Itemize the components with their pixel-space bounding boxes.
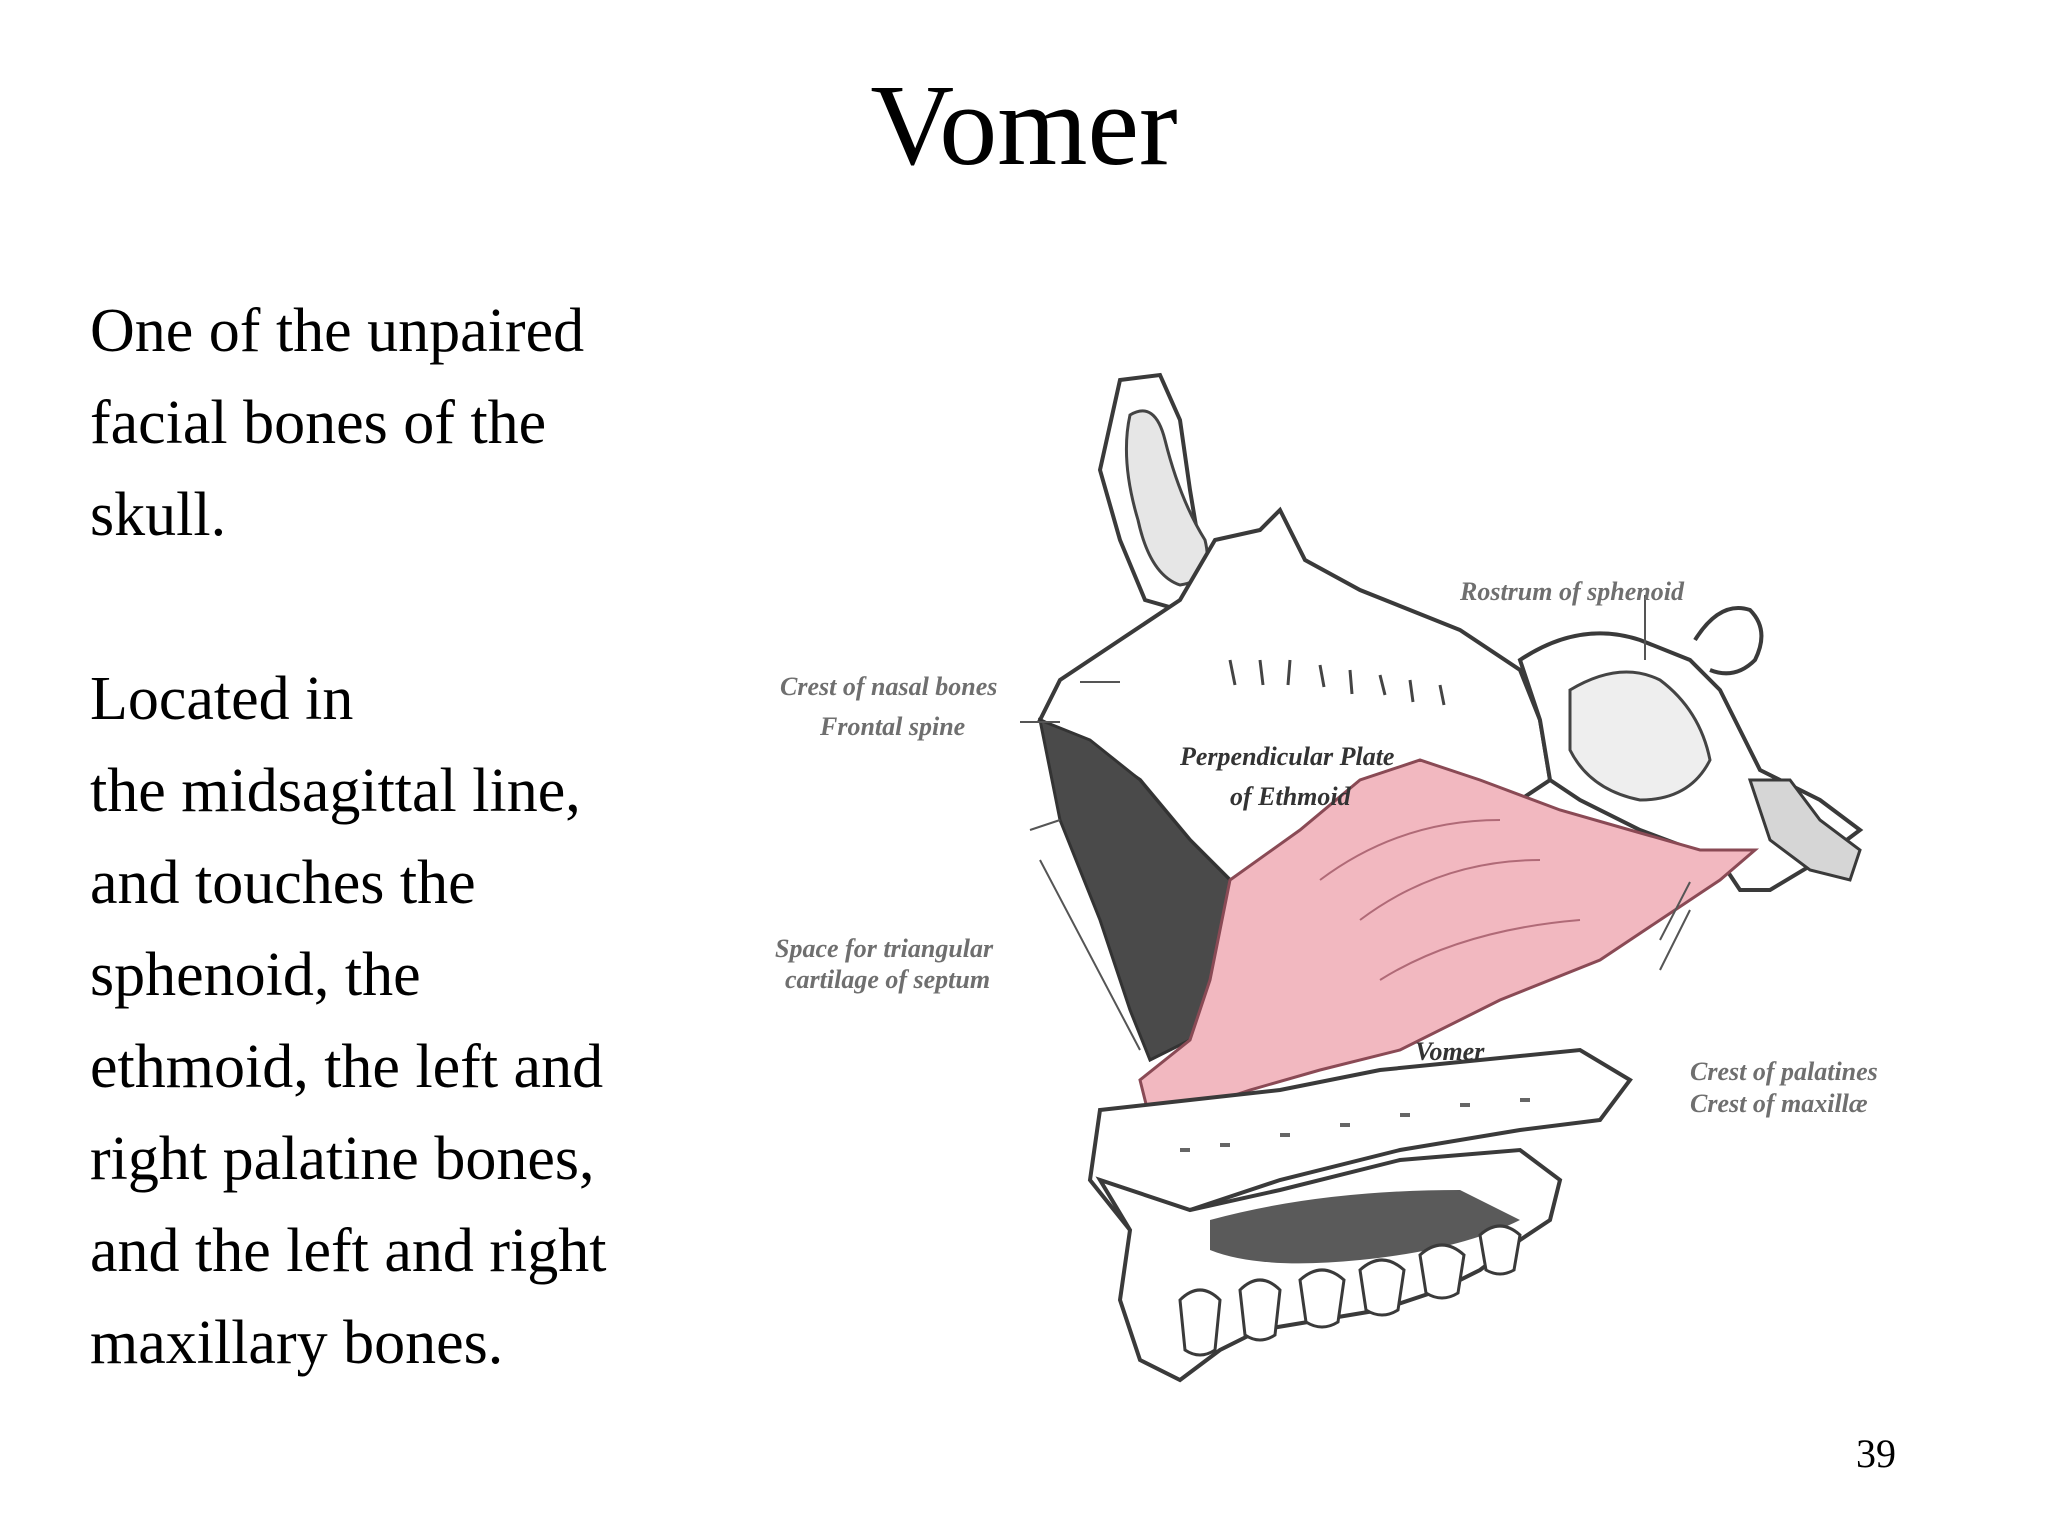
palate-stipple [1180, 1098, 1530, 1152]
text-line: skull. [90, 481, 227, 549]
teeth [1178, 1224, 1522, 1357]
text-line: Located in [90, 665, 354, 733]
sphenoid-sinus [1568, 670, 1712, 802]
label-perpendicular-1: Perpendicular Plate [1179, 742, 1394, 771]
label-perpendicular-2: of Ethmoid [1230, 782, 1352, 811]
label-space-1: Space for triangular [775, 934, 994, 963]
label-crest-palatines: Crest of palatines [1690, 1057, 1878, 1086]
slide-title: Vomer [870, 62, 1178, 190]
text-line: and touches the [90, 849, 476, 917]
text-line: sphenoid, the [90, 941, 421, 1009]
pterygoid-plate [1747, 778, 1862, 882]
slide-number: 39 [1856, 1431, 1896, 1476]
vomer-grooves [1319, 819, 1581, 981]
label-rostrum: Rostrum of sphenoid [1459, 577, 1685, 606]
text-line: facial bones of the [90, 389, 547, 457]
sphenoid-process [1693, 606, 1764, 676]
paragraph-1: One of the unpaired facial bones of the … [90, 285, 710, 561]
leader-lines [1020, 595, 1691, 1051]
paragraph-2: Located in the midsagittal line, and tou… [90, 653, 710, 1389]
ethmoid-fibers [1228, 659, 1446, 706]
label-vomer: Vomer [1415, 1037, 1485, 1066]
anatomy-drawing: Rostrum of sphenoid Crest of nasal bones… [775, 372, 1878, 1383]
text-line: One of the unpaired [90, 297, 585, 365]
vomer-illustration: Rostrum of sphenoid Crest of nasal bones… [760, 360, 1960, 1420]
body-text: One of the unpaired facial bones of the … [90, 285, 710, 1389]
label-crest-maxillae: Crest of maxillæ [1690, 1089, 1868, 1118]
text-line: the midsagittal line, [90, 757, 581, 825]
label-frontal-spine: Frontal spine [819, 712, 965, 741]
vomer-bone [1138, 758, 1760, 1122]
text-line: ethmoid, the left and [90, 1033, 604, 1101]
label-space-2: cartilage of septum [785, 965, 990, 994]
text-line: maxillary bones. [90, 1309, 504, 1377]
text-line: right palatine bones, [90, 1125, 595, 1193]
text-line: and the left and right [90, 1217, 607, 1285]
label-crest-nasal: Crest of nasal bones [780, 672, 997, 701]
